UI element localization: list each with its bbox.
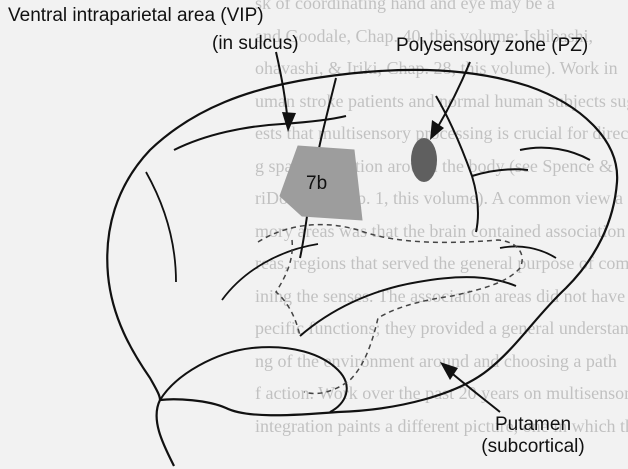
putamen-pointer-line [448, 370, 500, 412]
pz-label: Polysensory zone (PZ) [396, 36, 588, 56]
vip-label-line1: Ventral intraparietal area (VIP) [8, 6, 264, 26]
orbital-sulcus [500, 246, 556, 258]
lunate-sulcus [146, 172, 176, 282]
brain-outline [107, 70, 617, 466]
arcuate-sulcus [436, 96, 528, 232]
principal-sulcus [520, 148, 590, 160]
pz-arrowhead [430, 120, 444, 140]
superior-temporal-sulcus [222, 244, 318, 300]
polysensory-zone-area [411, 138, 437, 182]
putamen-label-line1: Putamen [478, 415, 588, 435]
vip-arrowhead [282, 112, 296, 132]
putamen-dashed-outline [258, 225, 522, 394]
cerebellum-outline [160, 347, 347, 412]
sylvian-fissure [300, 277, 516, 336]
putamen-label-line2: (subcortical) [472, 437, 594, 457]
area-7b-label: 7b [306, 174, 327, 194]
vip-label-line2: (in sulcus) [212, 34, 299, 54]
